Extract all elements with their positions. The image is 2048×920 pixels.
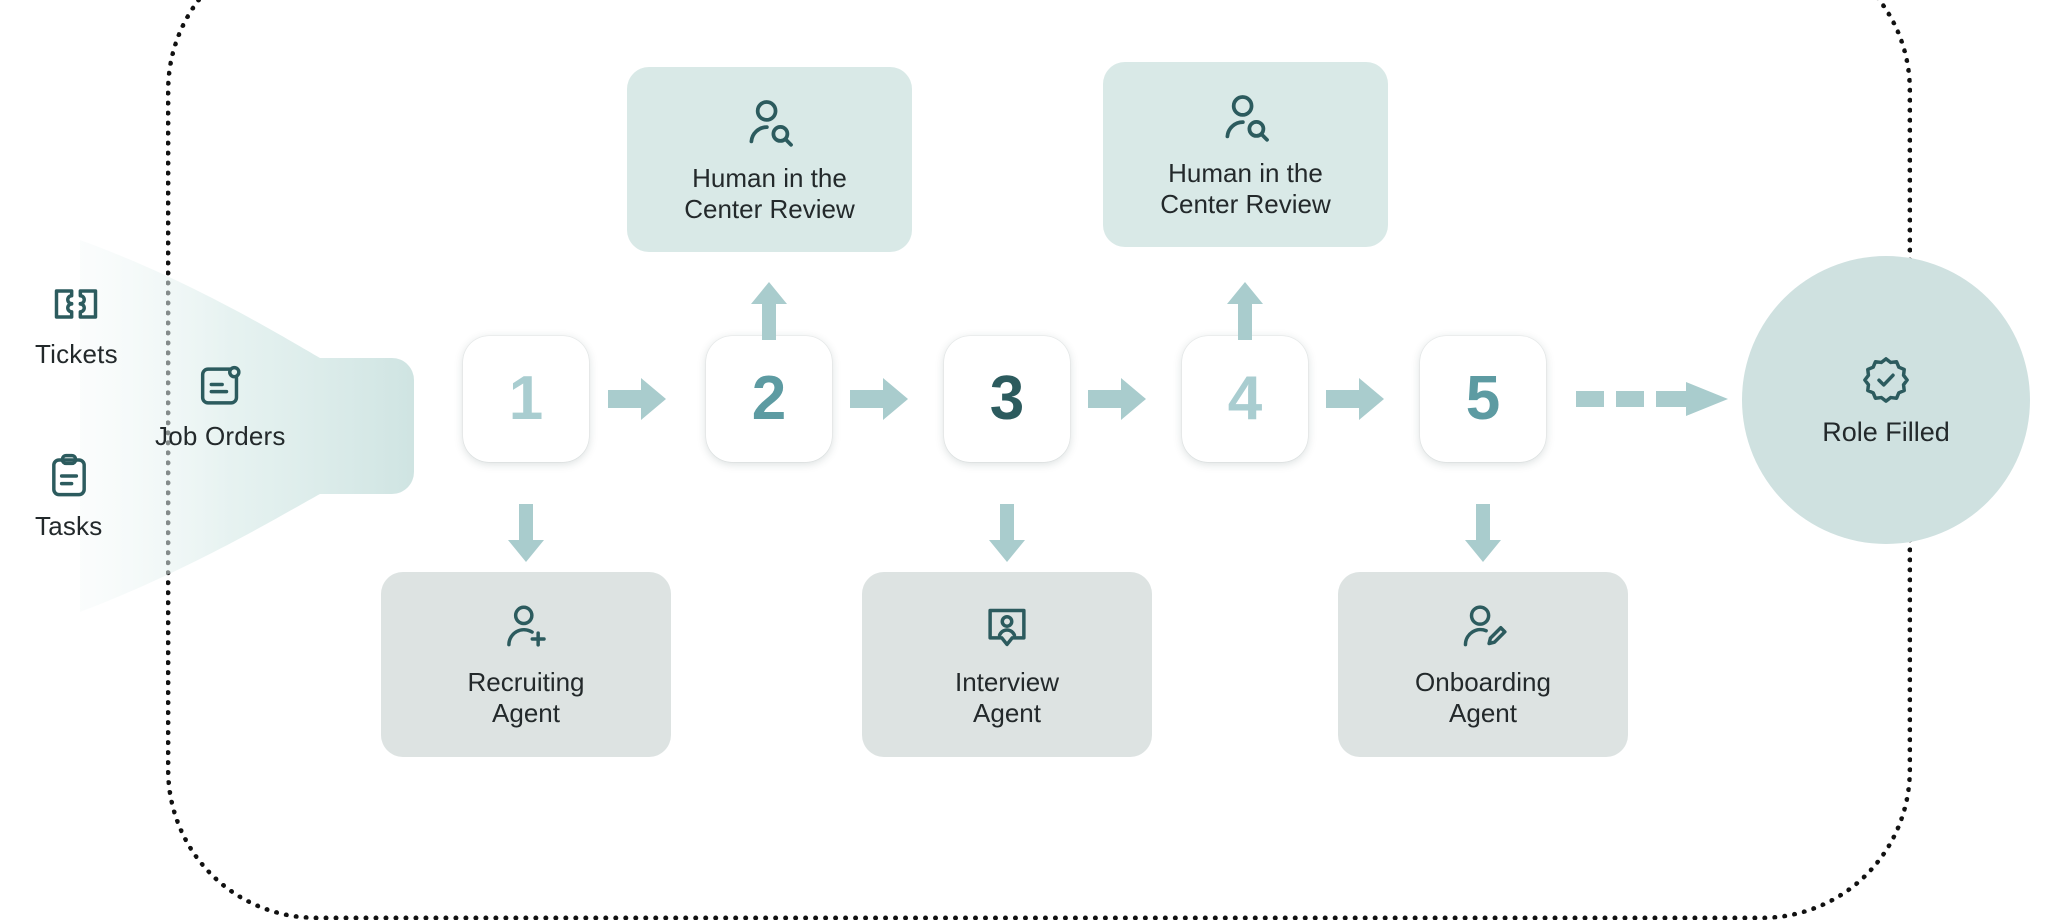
source-label: Tasks xyxy=(35,511,103,541)
verified-badge-icon xyxy=(1863,356,1909,403)
dashed-arrow-right-icon xyxy=(1576,382,1728,416)
person-add-icon xyxy=(507,605,546,647)
step-2[interactable]: 2 xyxy=(706,336,832,462)
arrow-right-icon-2 xyxy=(850,378,908,420)
agent-card-text: Recruiting Agent xyxy=(467,667,584,728)
review-line-1: Human in the xyxy=(692,162,847,193)
step-number: 2 xyxy=(751,364,787,433)
step-number: 4 xyxy=(1227,364,1263,433)
arrow-right-icon-1 xyxy=(608,378,666,420)
arrow-right-icon-4 xyxy=(1326,378,1384,420)
agent-line-1: Interview xyxy=(954,666,1060,697)
source-label: Tickets xyxy=(35,339,118,369)
agent-card-recruiting[interactable]: Recruiting Agent xyxy=(381,572,671,757)
review-line-2: Center Review xyxy=(1160,188,1331,219)
agent-line-2: Agent xyxy=(492,697,560,728)
source-tickets: Tickets xyxy=(35,278,118,370)
review-card-step-2[interactable]: Human in the Center Review xyxy=(627,67,912,252)
job-order-icon xyxy=(201,365,241,405)
ticket-icon xyxy=(55,289,98,319)
clipboard-tasks-icon xyxy=(51,453,86,497)
arrow-down-icon-2 xyxy=(989,504,1025,562)
outcome-label: Role Filled xyxy=(1822,416,1950,447)
source-label: Job Orders xyxy=(155,421,286,451)
arrow-down-icon-1 xyxy=(508,504,544,562)
source-tasks: Tasks xyxy=(35,450,102,542)
agent-card-onboarding[interactable]: Onboarding Agent xyxy=(1338,572,1628,757)
step-5[interactable]: 5 xyxy=(1420,336,1546,462)
review-line-1: Human in the xyxy=(1168,157,1323,188)
arrow-up-icon-1 xyxy=(751,282,787,340)
step-3[interactable]: 3 xyxy=(944,336,1070,462)
person-card-icon xyxy=(988,608,1026,646)
arrow-right-icon-3 xyxy=(1088,378,1146,420)
arrow-down-icon-3 xyxy=(1465,504,1501,562)
review-card-text: Human in the Center Review xyxy=(684,163,855,224)
review-line-2: Center Review xyxy=(684,193,855,224)
agent-card-text: Interview Agent xyxy=(955,667,1059,728)
step-number: 5 xyxy=(1465,364,1501,433)
agent-line-2: Agent xyxy=(973,697,1041,728)
intake-funnel xyxy=(80,240,414,612)
step-number: 3 xyxy=(989,364,1025,433)
review-card-step-4[interactable]: Human in the Center Review xyxy=(1103,62,1388,247)
agent-line-1: Recruiting xyxy=(467,666,585,697)
review-card-text: Human in the Center Review xyxy=(1160,158,1331,219)
agent-card-text: Onboarding Agent xyxy=(1415,667,1551,728)
source-job-orders: Job Orders xyxy=(155,360,286,452)
step-4[interactable]: 4 xyxy=(1182,336,1308,462)
arrow-up-icon-2 xyxy=(1227,282,1263,340)
agent-line-2: Agent xyxy=(1449,697,1517,728)
step-1[interactable]: 1 xyxy=(463,336,589,462)
diagram-canvas: Tickets Job Orders Tasks 1 2 3 4 5 xyxy=(35,0,2030,920)
person-search-icon xyxy=(749,99,793,147)
person-edit-icon xyxy=(1463,605,1507,647)
agent-line-1: Onboarding xyxy=(1415,666,1551,697)
step-number: 1 xyxy=(508,364,544,433)
person-search-icon xyxy=(1225,94,1269,142)
outcome-role-filled[interactable]: Role Filled xyxy=(1742,256,2030,544)
agent-card-interview[interactable]: Interview Agent xyxy=(862,572,1152,757)
